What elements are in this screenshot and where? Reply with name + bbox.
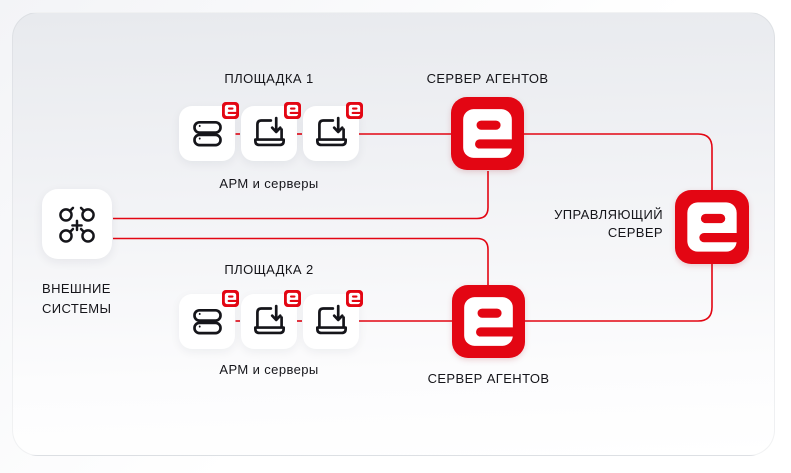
e-logo-icon xyxy=(452,285,525,358)
agent-server-bottom-node xyxy=(452,285,525,358)
site1-caption: АРМ и серверы xyxy=(219,176,319,191)
site1-tile-row xyxy=(179,102,363,161)
external-systems-label-line1: ВНЕШНИЕ xyxy=(42,281,111,296)
agent-server-bottom-label: СЕРВЕР АГЕНТОВ xyxy=(427,371,550,386)
site2-caption: АРМ и серверы xyxy=(219,362,319,377)
management-server-label: УПРАВЛЯЮЩИЙ СЕРВЕР xyxy=(480,206,663,242)
site1-workstation-tile-1 xyxy=(241,102,301,161)
e-logo-badge-icon xyxy=(284,102,301,119)
e-logo-badge-icon xyxy=(284,290,301,307)
e-logo-icon xyxy=(675,190,749,264)
external-systems-label: ВНЕШНИЕ СИСТЕМЫ xyxy=(42,279,111,319)
site2-workstation-tile-2 xyxy=(303,290,363,349)
management-server-label-line1: УПРАВЛЯЮЩИЙ xyxy=(554,207,663,222)
agent-server-top-label: СЕРВЕР АГЕНТОВ xyxy=(426,71,549,86)
site2-workstation-tile-1 xyxy=(241,290,301,349)
e-logo-icon xyxy=(451,97,524,170)
integration-hub-icon xyxy=(59,206,95,243)
site1-workstation-tile-2 xyxy=(303,102,363,161)
site1-servers-tile xyxy=(179,102,239,161)
management-server-label-line2: СЕРВЕР xyxy=(607,225,663,240)
e-logo-badge-icon xyxy=(222,102,239,119)
diagram-panel xyxy=(12,12,775,456)
site2-tile-row xyxy=(179,290,363,349)
external-systems-label-line2: СИСТЕМЫ xyxy=(42,301,112,316)
site1-title: ПЛОЩАДКА 1 xyxy=(224,71,314,86)
e-logo-badge-icon xyxy=(346,290,363,307)
e-logo-badge-icon xyxy=(222,290,239,307)
site2-title: ПЛОЩАДКА 2 xyxy=(224,262,314,277)
agent-server-top-node xyxy=(451,97,524,170)
management-server-node xyxy=(675,190,749,264)
site2-servers-tile xyxy=(179,290,239,349)
external-systems-node xyxy=(42,189,112,259)
e-logo-badge-icon xyxy=(346,102,363,119)
